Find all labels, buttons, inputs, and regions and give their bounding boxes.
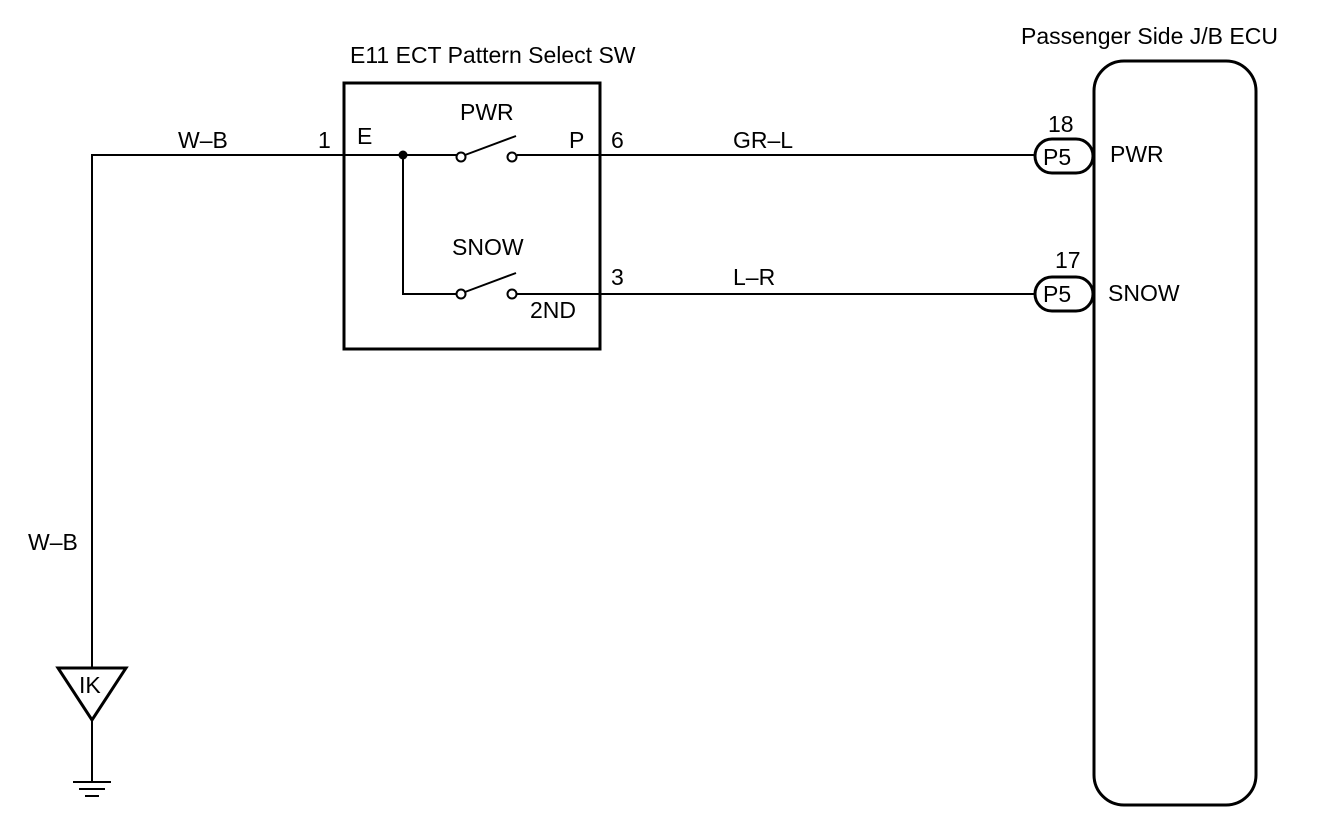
- ecu-snow-connector-label: P5: [1043, 281, 1071, 307]
- pin-2nd-label: 2ND: [530, 297, 576, 323]
- switch-unit-box: [342, 81, 602, 351]
- snow-branch-wire: [402, 155, 461, 295]
- ground-wire-label-side: W–B: [28, 529, 78, 555]
- pwr-switch-contact-left: [455, 151, 467, 163]
- ground-wire-label-top: W–B: [178, 127, 228, 153]
- switch-unit-title: E11 ECT Pattern Select SW: [350, 42, 636, 68]
- pin-e-label: E: [357, 123, 372, 149]
- ecu-pwr-label: PWR: [1110, 141, 1164, 167]
- pwr-wire-label: GR–L: [733, 127, 793, 153]
- ecu-snow-connector: [1033, 275, 1095, 313]
- pin-p-number: 6: [611, 127, 624, 153]
- snow-switch-label: SNOW: [452, 234, 524, 260]
- ecu-snow-pin-number: 17: [1055, 247, 1081, 273]
- pin-2nd-number: 3: [611, 264, 624, 290]
- pin-p-label: P: [569, 127, 584, 153]
- pin-e-number: 1: [318, 127, 331, 153]
- snow-switch-contact-left: [455, 288, 467, 300]
- ecu-title: Passenger Side J/B ECU: [1021, 23, 1278, 49]
- snow-wire-label: L–R: [733, 264, 775, 290]
- ecu-box: [1092, 59, 1258, 807]
- snow-switch-contact-right: [506, 288, 518, 300]
- ecu-pwr-connector: [1033, 137, 1095, 175]
- snow-switch-blade: [464, 272, 517, 293]
- pwr-switch-contact-right: [506, 151, 518, 163]
- ground-symbol-icon: [73, 781, 111, 797]
- ecu-pwr-connector-label: P5: [1043, 144, 1071, 170]
- pwr-switch-blade: [464, 135, 517, 156]
- ecu-snow-label: SNOW: [1108, 280, 1180, 306]
- ground-point-code: IK: [79, 672, 101, 698]
- ground-point-triangle: [55, 666, 129, 723]
- ecu-pwr-pin-number: 18: [1048, 111, 1074, 137]
- ground-wire: [91, 154, 344, 668]
- pwr-switch-label: PWR: [460, 99, 514, 125]
